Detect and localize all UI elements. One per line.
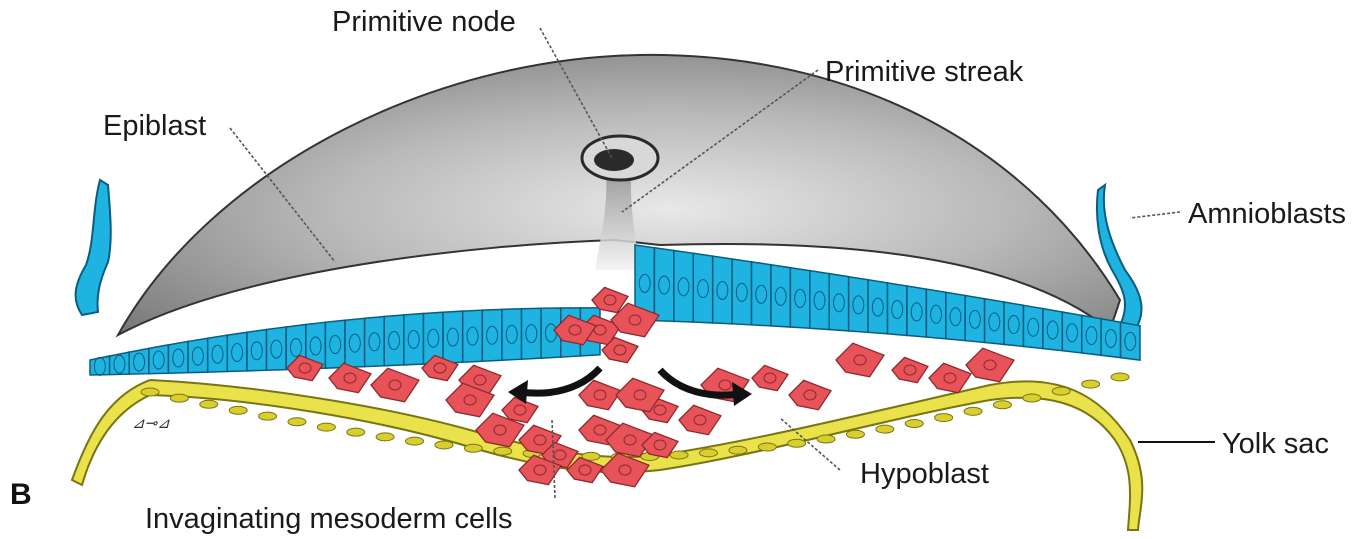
epiblast-cell <box>829 274 848 331</box>
hypoblast-cell <box>670 451 688 459</box>
hypoblast-cell <box>935 414 953 422</box>
hypoblast-cell <box>229 406 247 414</box>
epiblast-cell <box>522 308 542 359</box>
epiblast-cell <box>1062 312 1081 353</box>
epiblast-cell <box>849 277 868 333</box>
hypoblast-cell <box>817 435 835 443</box>
label-yolk-sac: Yolk sac <box>1222 430 1329 459</box>
epiblast-cell <box>168 341 188 373</box>
hypoblast-cell <box>788 439 806 447</box>
hypoblast-cell <box>758 443 776 451</box>
hypoblast-cell <box>288 418 306 426</box>
hypoblast-cell <box>905 420 923 428</box>
panel-letter: B <box>10 480 32 510</box>
hypoblast-cell <box>376 433 394 441</box>
epiblast-cell <box>693 253 712 323</box>
epiblast-cell <box>90 356 110 375</box>
epiblast-cell <box>1082 315 1101 355</box>
epiblast-cell <box>985 299 1004 345</box>
mesoderm-cell <box>371 368 419 402</box>
epiblast-cell <box>732 259 751 325</box>
epiblast-cell <box>129 348 149 374</box>
mesoderm-cell <box>789 380 831 409</box>
hypoblast-cell <box>406 437 424 445</box>
hypoblast-cell <box>200 400 218 408</box>
label-primitive-node: Primitive node <box>332 8 516 37</box>
hypoblast-cell <box>1052 387 1070 395</box>
epiblast-cell <box>188 338 208 372</box>
epiblast-cell <box>502 309 522 360</box>
epiblast-cell <box>965 296 984 343</box>
leader-amnioblasts <box>1130 212 1180 218</box>
epiblast-cell <box>868 280 887 334</box>
epiblast-cell <box>771 265 790 327</box>
mesoderm-cell <box>929 363 971 392</box>
mesoderm-cell <box>579 380 621 409</box>
mesoderm-cell <box>892 357 928 382</box>
epiblast-cell <box>443 311 463 363</box>
epiblast-cell <box>752 262 771 326</box>
primitive-node-hole <box>594 149 634 171</box>
epiblast-cell <box>810 271 829 330</box>
amnioblasts-left <box>76 180 111 315</box>
epiblast-cell <box>463 310 483 362</box>
hypoblast-cell <box>317 423 335 431</box>
hypoblast-cell <box>347 428 365 436</box>
epiblast-cell <box>404 313 424 364</box>
mesoderm-cell <box>752 365 788 390</box>
epiblast-cell <box>325 320 345 368</box>
epiblast-cell <box>227 332 247 371</box>
epiblast-cell <box>888 283 907 336</box>
label-amnioblasts: Amnioblasts <box>1188 200 1346 229</box>
hypoblast-cell <box>464 444 482 452</box>
label-invaginating-mesoderm: Invaginating mesoderm cells <box>145 505 513 534</box>
mesoderm-cell <box>966 348 1014 382</box>
epiblast-cell <box>654 248 673 322</box>
label-primitive-streak: Primitive streak <box>825 58 1023 87</box>
scale-glyph: ⊿⊸⊿ <box>132 415 170 432</box>
epiblast-cell <box>384 315 404 366</box>
hypoblast-cell <box>993 401 1011 409</box>
mesoderm-cell <box>679 405 721 434</box>
epiblast-cell <box>208 335 228 372</box>
epiblast-cell <box>482 309 502 361</box>
hypoblast-cell <box>141 388 159 396</box>
hypoblast-cell <box>494 447 512 455</box>
hypoblast-cell <box>1082 380 1100 388</box>
epiblast-cell <box>267 327 287 370</box>
epiblast-cell <box>1043 309 1062 351</box>
hypoblast-cell <box>1023 394 1041 402</box>
epiblast-cell <box>790 268 809 329</box>
hypoblast-cell <box>846 430 864 438</box>
label-hypoblast: Hypoblast <box>860 460 989 489</box>
epiblast-cell <box>365 317 385 367</box>
hypoblast-cell <box>729 446 747 454</box>
hypoblast-cell <box>699 449 717 457</box>
epiblast-cell <box>1004 302 1023 346</box>
hypoblast-cell <box>435 441 453 449</box>
epiblast-cell <box>1121 322 1140 360</box>
epiblast-cell <box>926 289 945 339</box>
epiblast-cell <box>247 330 267 371</box>
hypoblast-cell <box>170 394 188 402</box>
epiblast-cell <box>1023 305 1042 348</box>
epiblast-cell <box>907 286 926 337</box>
epiblast-cell <box>713 256 732 324</box>
label-epiblast: Epiblast <box>103 112 206 141</box>
epiblast-cell <box>345 318 365 367</box>
hypoblast-cell <box>259 412 277 420</box>
epiblast-cell <box>674 250 693 322</box>
hypoblast-cell <box>876 425 894 433</box>
epiblast-cell <box>946 292 965 340</box>
mesoderm-cell <box>836 343 884 377</box>
epiblast-cell <box>1101 319 1120 358</box>
hypoblast-cell <box>964 407 982 415</box>
hypoblast-cell <box>1111 373 1129 381</box>
